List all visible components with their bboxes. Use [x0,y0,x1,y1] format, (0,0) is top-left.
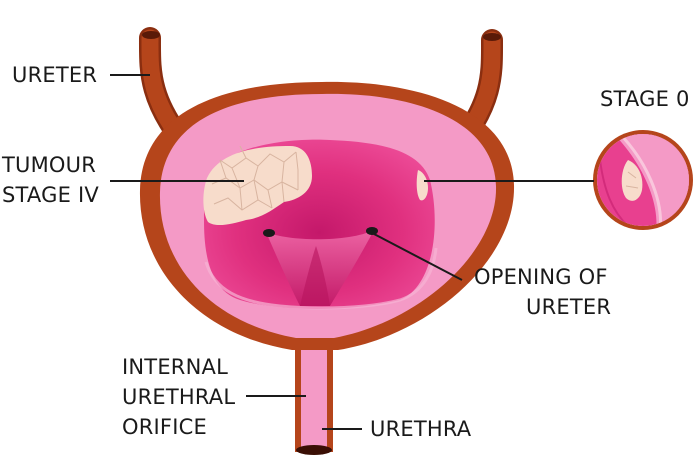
internal-orifice-label-line3: ORIFICE [122,415,207,439]
tumour-stage-0-site [416,170,428,201]
tumour-stage-iv [203,145,312,226]
stage-0-zoom-view [593,130,693,230]
urethra-tube [295,340,333,455]
urethra-label: URETHRA [370,417,472,441]
opening-label-line2: URETER [526,295,611,319]
opening-leader [373,233,463,281]
internal-orifice-label-line1: INTERNAL [122,355,228,379]
tumour-label-line2: STAGE IV [2,183,99,207]
stage0-label: STAGE 0 [600,87,690,111]
ureter-label: URETER [12,63,97,87]
tumour-label-line1: TUMOUR [1,153,96,177]
opening-label-line1: OPENING OF [474,265,608,289]
ureter-openings [263,227,378,237]
internal-orifice-label-line2: URETHRAL [122,385,235,409]
